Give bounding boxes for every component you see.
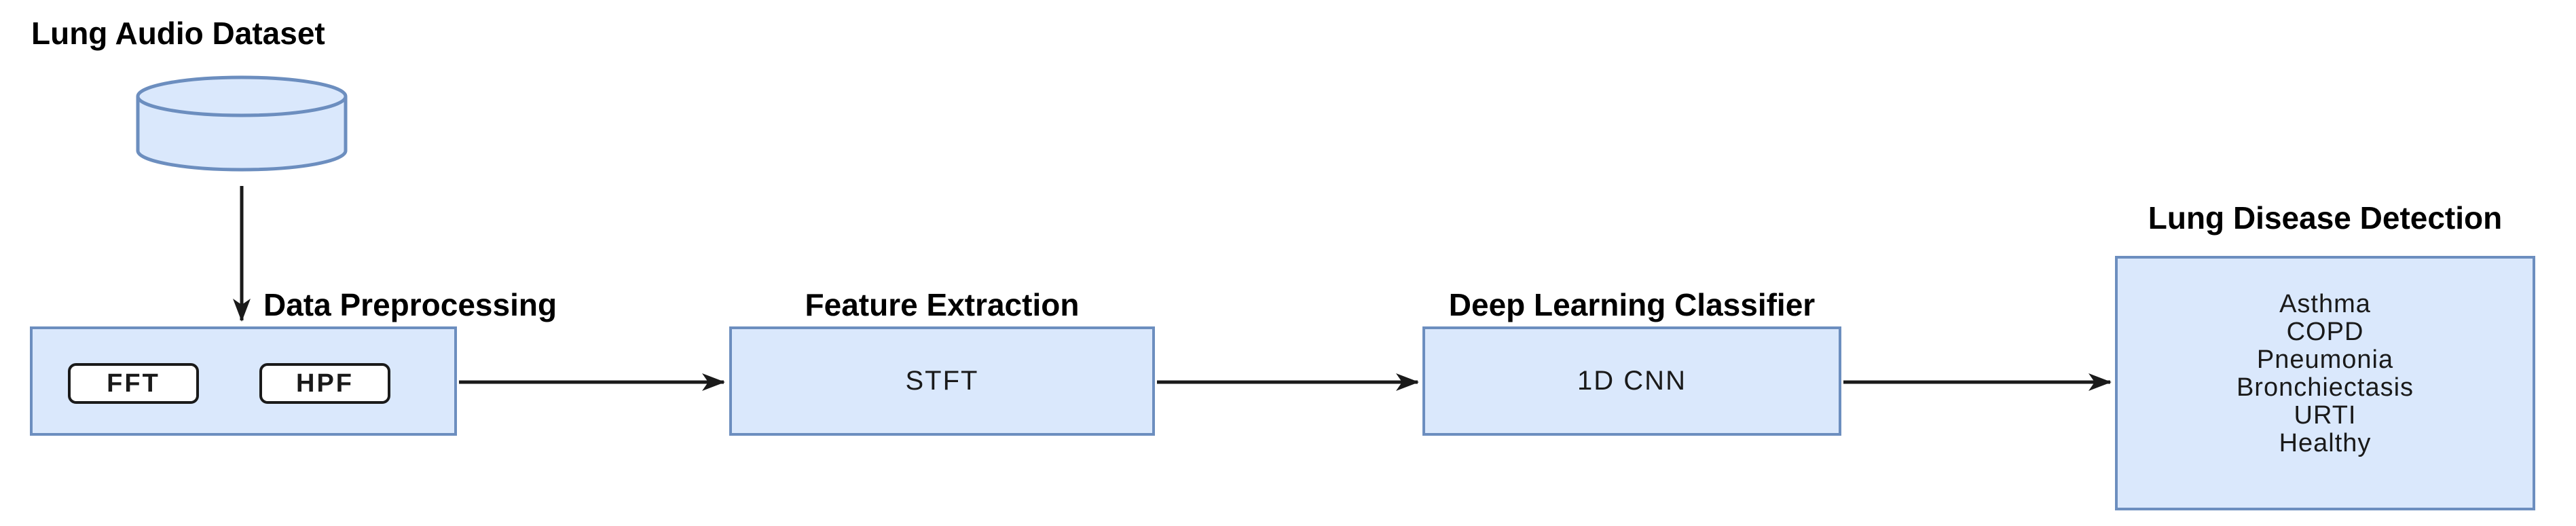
stage-title-feature-extraction: Feature Extraction <box>805 287 1080 322</box>
database-cylinder-icon <box>136 75 348 172</box>
disease-class-list: Asthma COPD Pneumonia Bronchiectasis URT… <box>2237 290 2414 457</box>
disease-class: Healthy <box>2279 428 2372 457</box>
disease-class: Asthma <box>2279 289 2371 318</box>
node-lung-disease-detection: Asthma COPD Pneumonia Bronchiectasis URT… <box>2115 256 2535 510</box>
chip-hpf-label: HPF <box>296 369 354 398</box>
node-data-preprocessing: FFT HPF <box>30 326 457 436</box>
node-deep-learning-classifier-label: 1D CNN <box>1577 366 1687 396</box>
cylinder-body <box>136 96 348 172</box>
stage-title-deep-learning-classifier: Deep Learning Classifier <box>1448 287 1816 322</box>
chip-fft-label: FFT <box>107 369 160 398</box>
node-feature-extraction: STFT <box>729 326 1155 436</box>
stage-title-data-preprocessing: Data Preprocessing <box>263 287 557 322</box>
dataset-title: Lung Audio Dataset <box>31 16 325 51</box>
node-feature-extraction-label: STFT <box>905 366 979 396</box>
disease-class: Pneumonia <box>2256 345 2394 374</box>
stage-title-lung-disease-detection: Lung Disease Detection <box>2148 200 2503 236</box>
chip-fft: FFT <box>68 363 199 404</box>
chip-hpf: HPF <box>259 363 390 404</box>
cylinder-top <box>136 75 348 117</box>
disease-class: Bronchiectasis <box>2236 373 2414 402</box>
disease-class: COPD <box>2286 317 2364 346</box>
node-deep-learning-classifier: 1D CNN <box>1422 326 1841 436</box>
disease-class: URTI <box>2294 400 2357 430</box>
